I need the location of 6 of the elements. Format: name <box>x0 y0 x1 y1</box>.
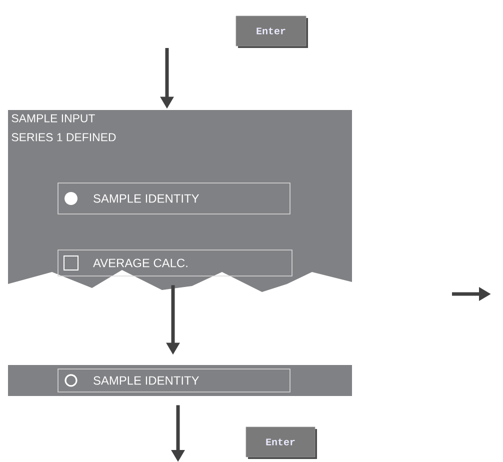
enter-button: Enter <box>246 426 317 459</box>
screen-bar <box>8 364 352 396</box>
option-box: SAMPLE IDENTITY <box>58 182 290 214</box>
enter-button: Enter <box>236 16 308 48</box>
option-box: AVERAGE CALC. <box>58 250 292 276</box>
option-box: SAMPLE IDENTITY <box>58 368 290 392</box>
